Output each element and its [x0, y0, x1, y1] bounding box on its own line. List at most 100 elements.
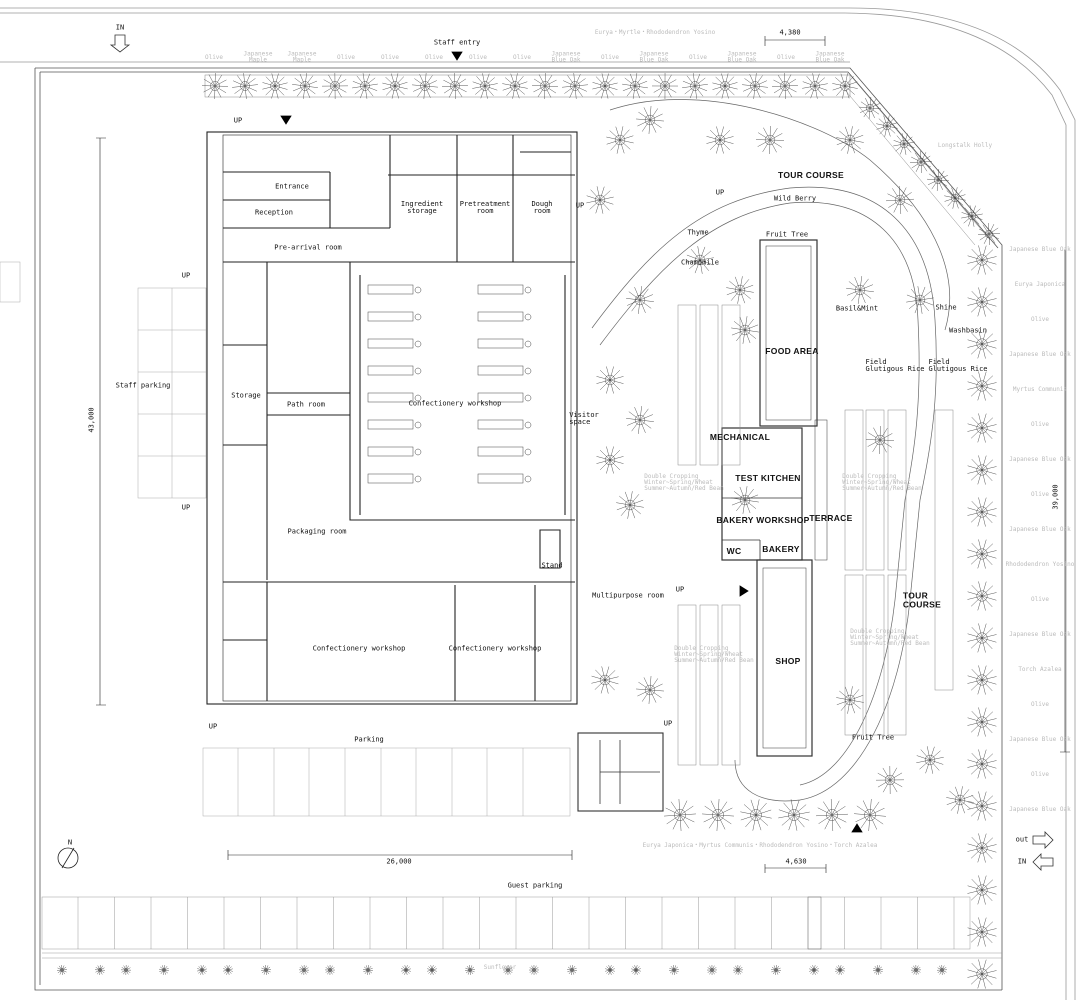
tree-icon [232, 73, 258, 99]
plant-label: Olive [600, 53, 620, 61]
entry-arrows [280, 51, 863, 833]
tree-icon [664, 799, 696, 831]
tour-course-path [591, 99, 951, 802]
sunflower-label: Sunflower [483, 964, 517, 971]
tree-icon [686, 246, 714, 274]
crop-label: Double Cropping Winter~Spring/Wheat Summ… [842, 473, 922, 492]
plant-label: Olive [1030, 316, 1050, 323]
dimension-bottom: 4,630 [785, 857, 807, 866]
tree-icon [442, 73, 468, 99]
tree-icon [502, 964, 514, 976]
plant-label: Olive [336, 53, 356, 61]
tree-icon [626, 286, 654, 314]
stool [414, 475, 422, 483]
tree-icon [201, 72, 229, 100]
tree-icon [946, 786, 974, 814]
tree-icon [910, 964, 922, 976]
tree-icon [978, 223, 1000, 245]
plant-label: Olive [424, 53, 444, 61]
plant-label: Japanese Blue Oak [1009, 806, 1071, 813]
tree-icon [616, 491, 644, 519]
tree-icon [967, 455, 997, 485]
plant-label: Japanese Blue Oak [1009, 351, 1071, 358]
plant-label: Myrtus Communis [1012, 386, 1068, 393]
up-label: UP [208, 722, 218, 731]
tree-icon [893, 133, 915, 155]
stool [414, 286, 422, 294]
workbench [367, 338, 414, 349]
tree-icon [967, 749, 997, 779]
workbenches [367, 284, 532, 484]
tree-icon [465, 965, 475, 975]
tree-icon [412, 73, 438, 99]
dimension-building-depth: 43,000 [87, 407, 96, 433]
holly-label: Longstalk Holly [937, 142, 993, 149]
tree-icon [596, 446, 624, 474]
tree-icon [936, 964, 948, 976]
tour-course-label: TOUR COURSE [778, 169, 844, 180]
tree-icon [712, 73, 738, 99]
staff-entry-label: Staff entry [433, 38, 481, 47]
tree-icon [816, 799, 848, 831]
in-label-top: IN [115, 23, 125, 32]
workbench [477, 392, 524, 403]
plant-label: Olive [1030, 596, 1050, 603]
tree-icon [772, 73, 798, 99]
plant-label: Olive [512, 53, 532, 61]
plant-label: Japanese Blue Oak [639, 50, 669, 64]
tree-icon [836, 126, 864, 154]
chamomile-label: Chamomile [681, 258, 719, 267]
tree-icon [967, 959, 997, 989]
trees [56, 72, 1000, 989]
crop-bed [721, 304, 741, 466]
up-label: UP [715, 188, 725, 197]
plant-label: Japanese Maple [287, 50, 317, 64]
top-hedge [204, 74, 991, 246]
tree-icon [967, 665, 997, 695]
up-label: UP [181, 271, 191, 280]
terrace-label: TERRACE [809, 512, 853, 523]
plant-label: Japanese Blue Oak [551, 50, 581, 64]
tree-icon [809, 965, 819, 975]
stool [414, 394, 422, 402]
crop-bed [677, 304, 697, 466]
workbench [367, 473, 414, 484]
room-confectionery-left: Confectionery workshop [312, 644, 406, 653]
tree-icon [321, 72, 349, 100]
tree-icon [502, 73, 528, 99]
up-label: UP [233, 116, 243, 125]
guest-parking-label: Guest parking [507, 881, 563, 890]
tree-icon [726, 276, 754, 304]
tree-icon [605, 965, 615, 975]
tree-icon [967, 833, 997, 863]
plant-label: Olive [468, 53, 488, 61]
tree-icon [778, 799, 810, 831]
factory-building [206, 131, 578, 705]
tree-icon [223, 965, 233, 975]
workbench [477, 365, 524, 376]
tree-icon [967, 581, 997, 611]
parking-stalls [202, 747, 571, 817]
room-reception: Reception [255, 208, 293, 217]
tree-icon [906, 286, 934, 314]
tree-icon [832, 73, 858, 99]
tree-icon [592, 73, 618, 99]
tree-icon [94, 964, 106, 976]
tree-icon [967, 791, 997, 821]
up-label: UP [675, 585, 685, 594]
crop-bed [844, 409, 864, 571]
stool [524, 313, 532, 321]
plant-label: Japanese Blue Oak [1009, 631, 1071, 638]
tree-icon [771, 965, 781, 975]
crop-bed [699, 604, 719, 766]
plant-label: Olive [776, 53, 796, 61]
thyme-label: Thyme [687, 228, 709, 237]
tree-icon [910, 151, 932, 173]
crop-bed [677, 604, 697, 766]
tree-icon [944, 187, 966, 209]
plant-label: Japanese Blue Oak [1009, 526, 1071, 533]
tree-icon [606, 126, 634, 154]
plant-label: Olive [688, 53, 708, 61]
tree-icon [596, 366, 624, 394]
